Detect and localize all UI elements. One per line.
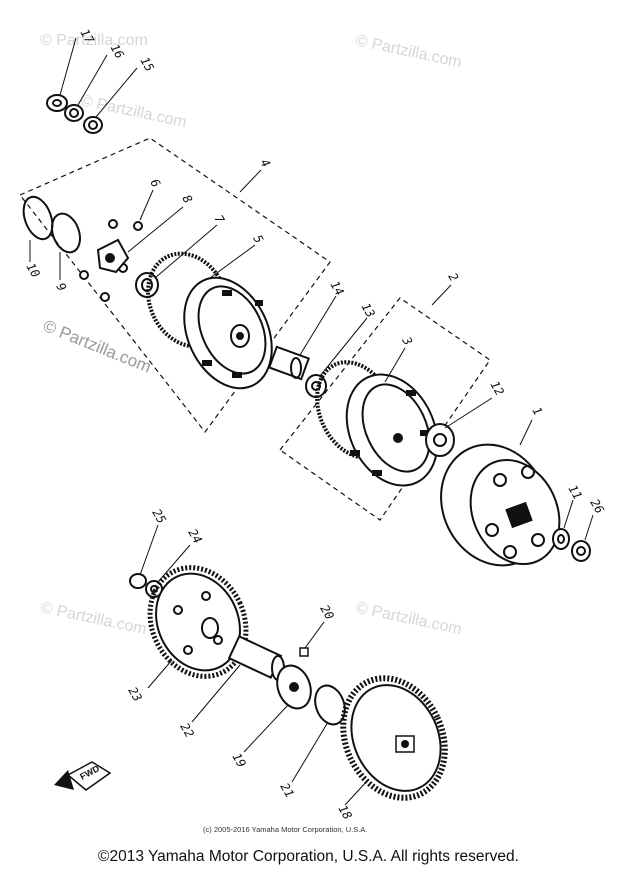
callout-8: 8 bbox=[179, 193, 195, 206]
callout-17: 17 bbox=[77, 27, 97, 47]
small-copyright: (c) 2005-2016 Yamaha Motor Corporation, … bbox=[203, 825, 367, 834]
callout-10: 10 bbox=[23, 261, 42, 281]
washer-15 bbox=[83, 116, 103, 134]
o-ring-21 bbox=[314, 684, 346, 726]
watermark: © Partzilla.com bbox=[40, 32, 148, 49]
callout-19: 19 bbox=[229, 751, 248, 771]
washer-26 bbox=[571, 540, 591, 562]
watermark: © Partzilla.com bbox=[354, 32, 463, 71]
callout-18: 18 bbox=[335, 803, 354, 823]
callout-26: 26 bbox=[587, 497, 606, 517]
o-ring-9 bbox=[50, 212, 82, 254]
callout-14: 14 bbox=[327, 279, 346, 299]
callout-9: 9 bbox=[53, 281, 69, 294]
watermark: © Partzilla.com bbox=[41, 316, 154, 377]
key-20 bbox=[299, 647, 309, 657]
callout-6: 6 bbox=[147, 177, 163, 190]
spider-8 bbox=[96, 238, 130, 274]
watermark: © Partzilla.com bbox=[354, 599, 463, 638]
washer-16 bbox=[64, 104, 84, 122]
assembly-4-outline bbox=[19, 137, 331, 433]
copyright-footer: ©2013 Yamaha Motor Corporation, U.S.A. A… bbox=[98, 848, 519, 865]
rollers-6 bbox=[79, 219, 143, 302]
callout-20: 20 bbox=[317, 603, 336, 623]
callout-3: 3 bbox=[399, 334, 415, 348]
callout-23: 23 bbox=[125, 685, 144, 705]
callout-12: 12 bbox=[487, 379, 506, 399]
callout-7: 7 bbox=[211, 213, 227, 227]
clutch-drum-1 bbox=[440, 443, 561, 567]
secondary-clutch-3 bbox=[345, 373, 439, 487]
callout-22: 22 bbox=[177, 721, 196, 741]
callout-5: 5 bbox=[250, 233, 266, 246]
primary-clutch-4 bbox=[183, 276, 273, 390]
callout-24: 24 bbox=[185, 527, 204, 547]
callout-13: 13 bbox=[358, 301, 377, 321]
shaft-22 bbox=[227, 635, 285, 681]
washer-12 bbox=[425, 423, 455, 457]
callout-15: 15 bbox=[137, 55, 156, 75]
circlip-10 bbox=[22, 195, 54, 241]
callout-21: 21 bbox=[277, 781, 296, 801]
leader-lines bbox=[29, 37, 594, 806]
gear-23 bbox=[147, 565, 249, 679]
assembly-2-outline bbox=[279, 297, 491, 521]
hub-19 bbox=[276, 664, 312, 710]
collar-14 bbox=[267, 345, 311, 381]
nut-17 bbox=[46, 94, 68, 112]
bushing-11 bbox=[552, 528, 570, 550]
callout-25: 25 bbox=[149, 507, 168, 527]
callout-11: 11 bbox=[565, 483, 584, 503]
callout-16: 16 bbox=[107, 42, 126, 62]
callout-4: 4 bbox=[257, 157, 273, 170]
forward-arrow-icon: FWD bbox=[54, 761, 112, 791]
callout-2: 2 bbox=[445, 271, 461, 284]
callout-1: 1 bbox=[529, 405, 545, 418]
watermark: © Partzilla.com bbox=[39, 599, 148, 638]
gear-18 bbox=[340, 675, 448, 801]
circlip-25 bbox=[129, 573, 147, 589]
